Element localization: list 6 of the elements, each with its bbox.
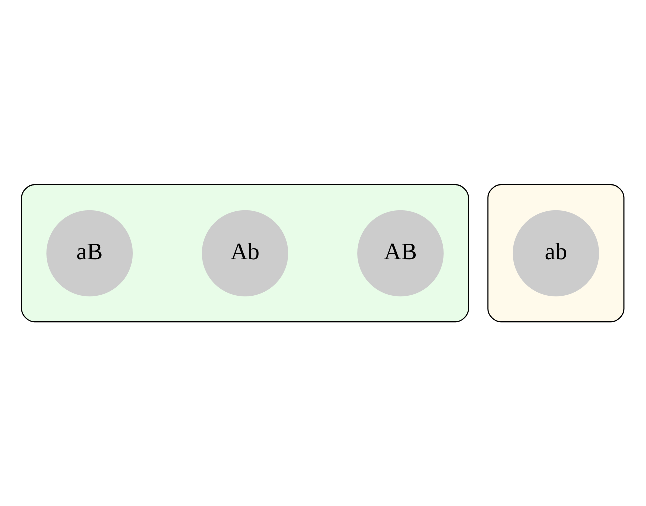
- node-circle: aB: [46, 210, 134, 296]
- cluster: [21, 184, 470, 322]
- node-circle: Ab: [202, 210, 288, 296]
- cluster: [488, 184, 625, 322]
- node-circle: ab: [512, 210, 600, 296]
- node-circle: AB: [358, 210, 444, 296]
